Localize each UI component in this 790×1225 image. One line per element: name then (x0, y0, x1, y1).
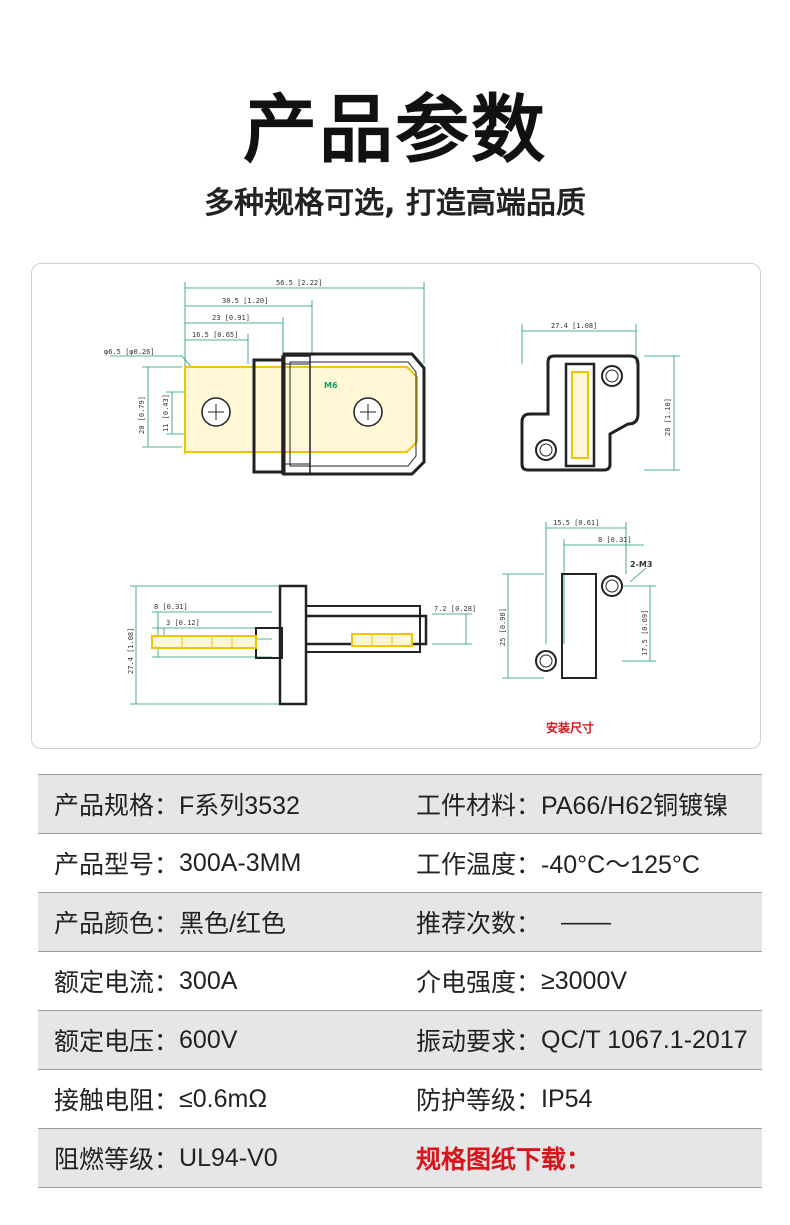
spec-value: F系列3532 (179, 792, 300, 820)
spec-value: IP54 (541, 1084, 593, 1113)
spec-row: 阻燃等级：UL94-V0 规格图纸下载： (38, 1129, 762, 1188)
spec-value: PA66/H62铜镀镍 (541, 792, 729, 820)
page-title: 产品参数 (243, 87, 547, 173)
dim-3: 3 [0.12] (166, 619, 200, 627)
spec-label: 产品规格： (54, 792, 180, 820)
dim-30-5: 30.5 [1.20] (222, 297, 268, 305)
spec-value: UL94-V0 (179, 1143, 278, 1172)
side-view (151, 584, 428, 706)
page-subtitle: 多种规格可选, 打造高端品质 (204, 186, 586, 221)
spec-value: -40°C～125°C (541, 851, 700, 879)
label-2-m3: 2-M3 (630, 560, 652, 569)
mount-caption: 安装尺寸 (546, 720, 594, 735)
dim-mount-8: 8 [0.31] (598, 536, 632, 544)
end-view (520, 354, 640, 472)
mount-view (535, 573, 623, 679)
dim-7-2: 7.2 [0.28] (434, 605, 476, 613)
dim-25: 25 [0.98] (499, 608, 507, 646)
spec-label: 产品型号： (54, 851, 180, 879)
spec-label: 接触电阻： (54, 1087, 180, 1115)
dim-23: 23 [0.91] (212, 314, 250, 322)
spec-row: 产品颜色：黑色/红色 推荐次数： —— (38, 893, 762, 952)
dim-side-height: 27.4 [1.08] (127, 628, 135, 674)
spec-value: —— (561, 907, 612, 936)
spec-value: 600V (179, 1025, 238, 1054)
spec-row: 接触电阻：≤0.6mΩ 防护等级：IP54 (38, 1070, 762, 1129)
spec-value: ≥3000V (541, 966, 628, 995)
spec-table: 产品规格：F系列3532 工件材料：PA66/H62铜镀镍 产品型号：300A-… (38, 774, 762, 1188)
spec-label: 介电强度： (416, 969, 542, 997)
top-view: M6 (184, 352, 426, 476)
dim-16-5: 16.5 [0.65] (192, 331, 238, 339)
spec-value: ≤0.6mΩ (179, 1084, 268, 1113)
drawing-download-link[interactable]: 规格图纸下载： (416, 1146, 592, 1174)
dim-15-5: 15.5 [0.61] (553, 519, 599, 527)
spec-value: 300A-3MM (179, 848, 302, 877)
spec-label: 额定电压： (54, 1028, 180, 1056)
dim-hole-dia: φ6.5 [φ0.26] (104, 348, 155, 356)
spec-label: 额定电流： (54, 969, 180, 997)
dim-end-width: 27.4 [1.08] (551, 322, 597, 330)
dim-17-5: 17.5 [0.69] (641, 610, 649, 656)
spec-value: 黑色/红色 (179, 910, 286, 938)
spec-label: 推荐次数： (416, 910, 542, 938)
technical-drawing-card: 56.5 [2.22] 30.5 [1.20] 23 [0.91] 16.5 [… (31, 263, 761, 749)
spec-label: 振动要求： (416, 1028, 542, 1056)
dim-11: 11 [0.43] (162, 394, 170, 432)
spec-row: 产品型号：300A-3MM 工作温度：-40°C～125°C (38, 834, 762, 893)
dim-20: 20 [0.79] (138, 396, 146, 434)
spec-value: 300A (179, 966, 238, 995)
spec-row: 额定电流：300A 介电强度：≥3000V (38, 952, 762, 1011)
technical-drawing: 56.5 [2.22] 30.5 [1.20] 23 [0.91] 16.5 [… (104, 279, 680, 735)
spec-value: QC/T 1067.1-2017 (541, 1025, 748, 1054)
dim-total-length: 56.5 [2.22] (276, 279, 322, 287)
spec-row: 产品规格：F系列3532 工件材料：PA66/H62铜镀镍 (38, 775, 762, 834)
label-m6: M6 (324, 381, 338, 390)
spec-label: 产品颜色： (54, 910, 180, 938)
spec-label: 工作温度： (416, 851, 542, 879)
spec-label: 阻燃等级： (54, 1146, 180, 1174)
spec-label: 工件材料： (416, 792, 542, 820)
spec-label: 防护等级： (416, 1087, 542, 1115)
spec-row: 额定电压：600V 振动要求：QC/T 1067.1-2017 (38, 1011, 762, 1070)
dim-end-height: 28 [1.10] (664, 398, 672, 436)
dim-8: 8 [0.31] (154, 603, 188, 611)
